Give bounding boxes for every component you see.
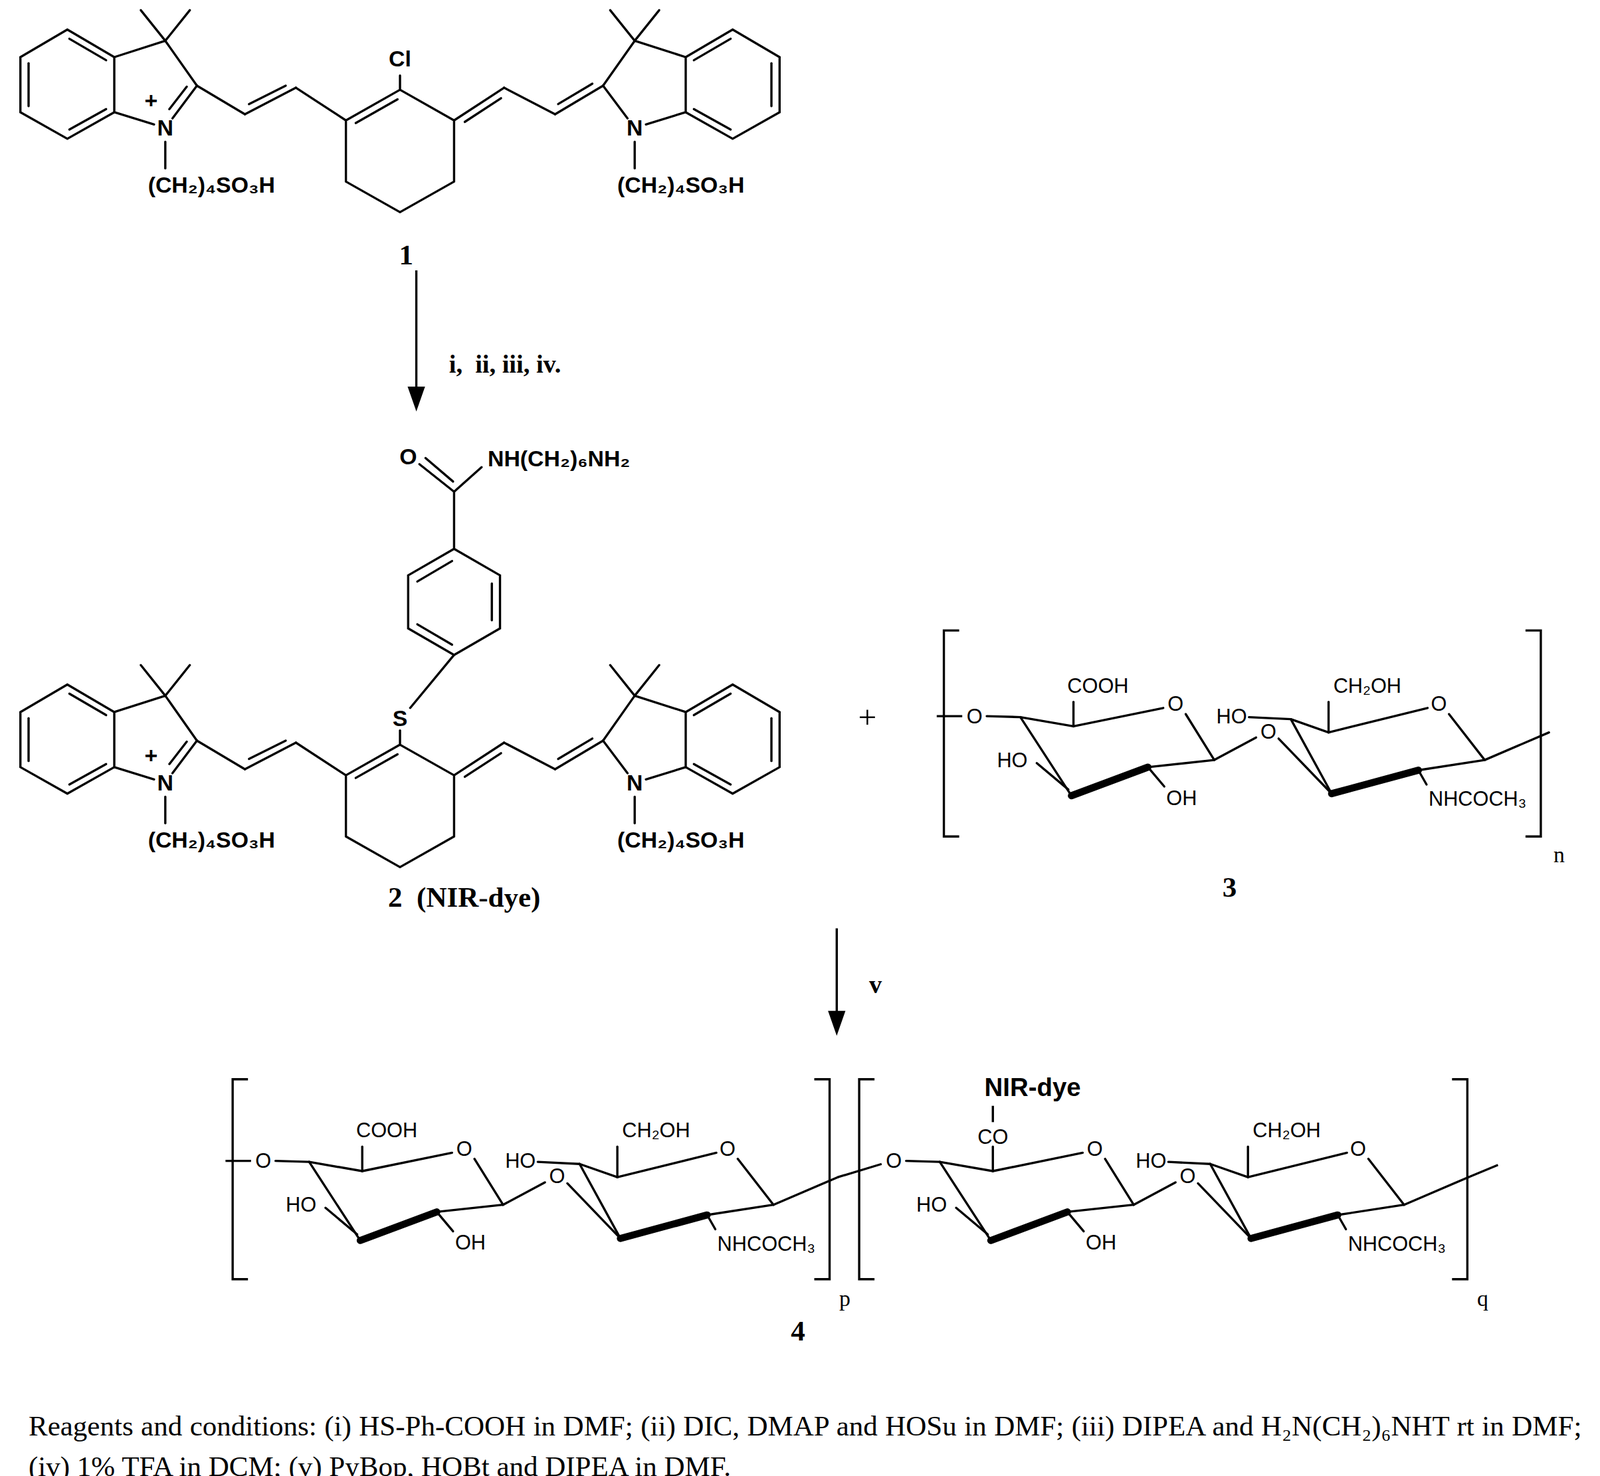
atom-label: (CH₂)₄SO₃H xyxy=(617,174,745,198)
substituent-label: OH xyxy=(455,1232,486,1254)
substituent-label: O xyxy=(456,1138,473,1160)
plus-sign: + xyxy=(857,700,877,734)
repeat-index: p xyxy=(839,1287,851,1311)
atom-label: O xyxy=(399,445,417,469)
substituent-label: O xyxy=(1167,693,1184,715)
caption: Reagents and conditions: (i) HS-Ph-COOH … xyxy=(28,1405,1582,1476)
substituent-label: CO xyxy=(977,1126,1008,1147)
substituent-label: O xyxy=(1430,693,1447,715)
atom-label: Cl xyxy=(388,47,412,71)
atom-label: (CH₂)₄SO₃H xyxy=(617,829,745,853)
atom-label: N xyxy=(626,772,643,796)
substituent-label: O xyxy=(966,706,983,727)
atom-label: N xyxy=(157,117,174,141)
atom-label: (CH₂)₄SO₃H xyxy=(148,829,276,853)
substituent-label: COOH xyxy=(1067,675,1129,697)
substituent-label: NHCOCH₃ xyxy=(717,1233,816,1255)
atom-label: + xyxy=(144,89,158,113)
compound-number: 2 (NIR-dye) xyxy=(388,883,541,913)
substituent-label: HO xyxy=(1135,1150,1167,1172)
substituent-label: O xyxy=(1260,721,1277,743)
atom-label: N xyxy=(157,772,174,796)
substituent-label: HO xyxy=(996,750,1028,771)
repeat-index: n xyxy=(1553,843,1565,867)
compound-number: 4 xyxy=(790,1317,806,1347)
substituent-label: OH xyxy=(1085,1232,1117,1254)
substituent-label: COOH xyxy=(356,1120,418,1141)
substituent-label: HO xyxy=(1216,706,1248,727)
dye-label: NIR-dye xyxy=(984,1075,1082,1101)
reagent-step: v xyxy=(869,972,882,998)
atom-label: N xyxy=(626,117,643,141)
substituent-label: O xyxy=(549,1166,566,1187)
substituent-label: CH₂OH xyxy=(1333,675,1402,697)
substituent-label: O xyxy=(719,1138,736,1160)
substituent-label: OH xyxy=(1166,788,1197,809)
substituent-label: O xyxy=(885,1150,902,1172)
substituent-label: NHCOCH₃ xyxy=(1428,788,1527,810)
compound-number: 3 xyxy=(1222,873,1238,903)
substituent-label: HO xyxy=(916,1194,947,1216)
substituent-label: HO xyxy=(504,1150,536,1172)
repeat-index: q xyxy=(1477,1287,1489,1311)
atom-label: NH(CH₂)₆NH₂ xyxy=(487,447,630,471)
substituent-label: O xyxy=(1350,1138,1367,1160)
atom-label: + xyxy=(144,744,158,768)
substituent-label: CH₂OH xyxy=(1252,1120,1321,1141)
substituent-label: HO xyxy=(285,1194,317,1216)
compound-number: 1 xyxy=(398,240,414,270)
substituent-label: NHCOCH₃ xyxy=(1348,1233,1446,1255)
substituent-label: O xyxy=(255,1150,272,1172)
atom-label: (CH₂)₄SO₃H xyxy=(148,174,276,198)
substituent-label: O xyxy=(1180,1166,1197,1187)
substituent-label: CH₂OH xyxy=(621,1120,690,1141)
reagent-step: i, ii, iii, iv. xyxy=(449,351,562,377)
atom-label: S xyxy=(392,708,408,731)
substituent-label: O xyxy=(1087,1138,1103,1160)
